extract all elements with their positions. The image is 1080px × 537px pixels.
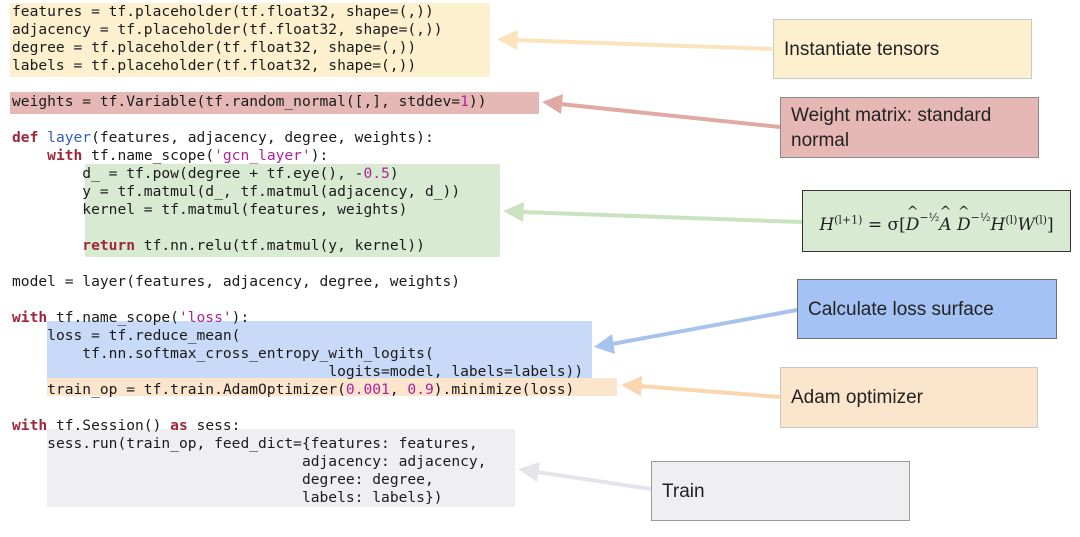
code-text: ): xyxy=(310,147,329,164)
code-line: degree = tf.placeholder(tf.float32, shap… xyxy=(12,39,417,56)
code-keyword: as xyxy=(170,417,188,434)
highlight-weights xyxy=(10,92,539,114)
code-text: tf.Session() xyxy=(47,417,171,434)
formula-w: W xyxy=(1017,214,1035,235)
code-text: tf.name_scope( xyxy=(82,147,215,164)
code-keyword: return xyxy=(82,237,136,254)
code-line: labels = tf.placeholder(tf.float32, shap… xyxy=(12,57,417,74)
formula-expression: H(l+1) = σ[D−½A D−½H(l)W(l)] xyxy=(819,205,1053,238)
highlight-placeholders xyxy=(10,3,490,77)
formula-d-hat: D xyxy=(906,213,920,238)
formula-equals: = σ[ xyxy=(862,214,906,235)
code-keyword: def xyxy=(12,129,39,146)
code-text: tf.name_scope( xyxy=(47,309,179,326)
code-text: d_ = tf.pow(degree + tf.eye(), - xyxy=(82,165,364,182)
annotation-label: Calculate loss surface xyxy=(808,298,994,320)
formula-h: H xyxy=(819,214,835,235)
formula-exponent: −½ xyxy=(970,210,991,224)
formula-superscript: (l) xyxy=(1034,212,1048,226)
code-block: features = tf.placeholder(tf.float32, sh… xyxy=(12,3,583,507)
code-string: 'loss' xyxy=(178,309,232,326)
code-line: sess.run(train_op, feed_dict={features: … xyxy=(47,435,478,452)
formula-superscript: (l+1) xyxy=(834,212,863,226)
annotation-instantiate-tensors: Instantiate tensors xyxy=(773,19,1032,79)
code-text: tf.nn.relu(tf.matmul(y, kernel)) xyxy=(135,237,425,254)
code-line: features = tf.placeholder(tf.float32, sh… xyxy=(12,3,434,20)
arrow-instantiate xyxy=(497,30,773,51)
code-text: )) xyxy=(468,93,487,110)
formula-h: H xyxy=(990,214,1006,235)
arrow-train xyxy=(518,462,652,491)
annotation-label: Adam optimizer xyxy=(791,387,923,408)
code-line: logits=model, labels=labels)) xyxy=(328,363,584,380)
code-number: 0.5 xyxy=(363,165,390,182)
code-line: y = tf.matmul(d_, tf.matmul(adjacency, d… xyxy=(82,183,461,200)
code-text: (features, adjacency, degree, weights): xyxy=(91,129,434,146)
arrow-formula xyxy=(503,202,803,224)
annotation-train: Train xyxy=(651,461,910,521)
code-function-name: layer xyxy=(47,129,92,146)
arrow-loss xyxy=(594,308,798,354)
code-keyword: with xyxy=(12,417,48,434)
code-string: 'gcn_layer' xyxy=(214,147,311,164)
code-line: kernel = tf.matmul(features, weights) xyxy=(82,201,408,218)
code-text: ) xyxy=(389,165,399,182)
code-line: loss = tf.reduce_mean( xyxy=(47,327,241,344)
code-number: 0.001 xyxy=(345,381,390,398)
code-keyword: with xyxy=(12,309,48,326)
highlight-train-op xyxy=(47,378,617,396)
annotation-label: Weight matrix: standard normal xyxy=(791,104,992,151)
code-line: degree: degree, xyxy=(301,471,434,488)
code-number: 1 xyxy=(460,93,469,110)
code-line: adjacency = tf.placeholder(tf.float32, s… xyxy=(12,21,443,38)
code-line: labels: labels}) xyxy=(301,489,443,506)
code-number: 0.9 xyxy=(407,381,434,398)
formula-a-hat: A xyxy=(939,213,951,238)
code-line: weights = tf.Variable(tf.random_normal([… xyxy=(12,93,461,110)
annotation-weight-matrix: Weight matrix: standard normal xyxy=(780,97,1039,158)
arrow-adam xyxy=(621,376,781,399)
code-text: sess: xyxy=(187,417,241,434)
annotation-adam-optimizer: Adam optimizer xyxy=(780,367,1038,428)
code-line: model = layer(features, adjacency, degre… xyxy=(12,273,461,290)
formula-superscript: (l) xyxy=(1005,212,1018,226)
highlight-layer-body xyxy=(85,164,500,257)
code-text: train_op = tf.train.AdamOptimizer( xyxy=(47,381,346,398)
code-text: ): xyxy=(231,309,250,326)
code-keyword: with xyxy=(47,147,83,164)
annotation-loss-surface: Calculate loss surface xyxy=(797,279,1057,339)
highlight-loss xyxy=(47,321,592,378)
code-line: adjacency: adjacency, xyxy=(301,453,487,470)
formula-d-hat: D xyxy=(957,213,971,238)
annotation-label: Instantiate tensors xyxy=(784,38,940,60)
annotation-gcn-formula: H(l+1) = σ[D−½A D−½H(l)W(l)] xyxy=(802,190,1071,252)
highlight-session xyxy=(47,429,515,507)
code-text: ).minimize(loss) xyxy=(433,381,575,398)
arrow-weight xyxy=(542,94,781,129)
annotation-label: Train xyxy=(662,480,705,502)
code-line: tf.nn.softmax_cross_entropy_with_logits( xyxy=(82,345,434,362)
formula-bracket: ] xyxy=(1047,214,1054,235)
formula-exponent: −½ xyxy=(919,210,940,224)
code-text: , xyxy=(389,381,408,398)
